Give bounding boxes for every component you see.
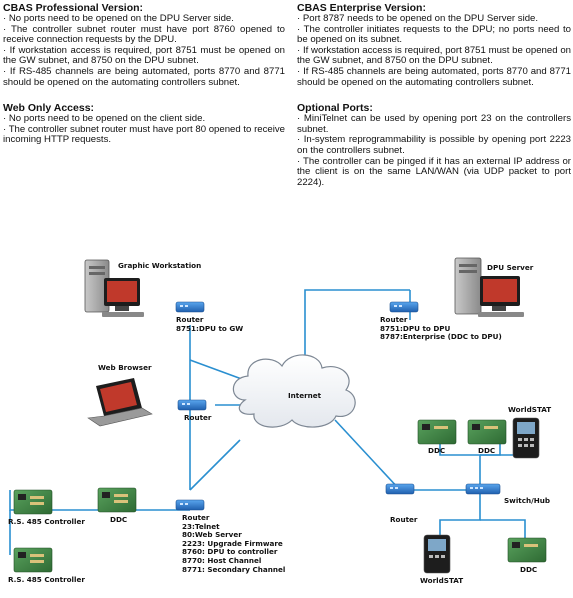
ddc-board-2 bbox=[467, 419, 507, 445]
ddc-1-label: DDC bbox=[428, 446, 446, 455]
internet-label: Internet bbox=[288, 391, 322, 400]
web-browser-label: Web Browser bbox=[98, 363, 152, 372]
router-ctrl-port: 8760: DPU to controller bbox=[182, 547, 278, 557]
enterprise-title: CBAS Enterprise Version: bbox=[297, 2, 426, 14]
line-switch-ddc3 bbox=[480, 519, 526, 540]
router-gw-device bbox=[175, 301, 205, 313]
web-only-title: Web Only Access: bbox=[3, 102, 95, 115]
router-ctrl-title: Router bbox=[182, 513, 210, 522]
professional-section: CBAS Professional Version: · No ports ne… bbox=[3, 2, 285, 88]
router-dpu-port-1: 8751:DPU to DPU bbox=[380, 323, 451, 333]
enterprise-line: · Port 8787 needs to be opened on the DP… bbox=[297, 13, 539, 24]
network-diagram-graphics bbox=[9, 257, 547, 574]
professional-line: · If RS-485 channels are being automated… bbox=[3, 65, 285, 88]
router-ctrl-port: 2223: Upgrade Firmware bbox=[182, 538, 283, 548]
ddc-board-1 bbox=[417, 419, 457, 445]
web-only-line: · No ports need to be opened on the clie… bbox=[3, 113, 206, 125]
rs485-2-label: R.S. 485 Controller bbox=[8, 575, 85, 584]
optional-line: · The controller can be pinged if it has… bbox=[297, 155, 571, 188]
optional-section: Optional Ports: · MiniTelnet can be used… bbox=[297, 102, 571, 188]
rs485-controller-board-2 bbox=[13, 547, 53, 573]
dpu-server-label: DPU Server bbox=[487, 263, 534, 272]
router-dpu-device bbox=[389, 301, 419, 313]
graphic-workstation bbox=[84, 259, 144, 317]
router-gw-title: Router bbox=[176, 315, 204, 324]
rs485-1-label: R.S. 485 Controller bbox=[8, 517, 85, 526]
worldstat-bottom-label: WorldSTAT bbox=[420, 576, 464, 585]
right-text-column: CBAS Enterprise Version: · Port 8787 nee… bbox=[297, 2, 571, 197]
network-diagram: Graphic Workstation Router 8751:DPU to G… bbox=[0, 250, 573, 598]
switch-hub-device bbox=[465, 483, 501, 495]
web-only-line: · The controller subnet router must have… bbox=[3, 123, 285, 146]
worldstat-device-top bbox=[512, 417, 540, 459]
left-text-column: CBAS Professional Version: · No ports ne… bbox=[3, 2, 285, 155]
line-switch-ddc1 bbox=[439, 440, 481, 490]
professional-line: · No ports need to be opened on the DPU … bbox=[3, 13, 234, 24]
line-switch-worldstat2 bbox=[439, 490, 481, 540]
router-dpu-label: Router 8751:DPU to DPU 8787:Enterprise (… bbox=[380, 315, 502, 342]
router-ctrl-port: 8770: Host Channel bbox=[182, 555, 262, 565]
router-ctrl-port: 80:Web Server bbox=[182, 530, 242, 540]
web-only-section: Web Only Access: · No ports need to be o… bbox=[3, 102, 285, 146]
optional-line: · In-system reprogrammability is possibl… bbox=[297, 134, 571, 156]
worldstat-top-label: WorldSTAT bbox=[508, 405, 552, 414]
internet-cloud bbox=[232, 354, 356, 428]
rs485-controller-board-1 bbox=[13, 489, 53, 515]
router-dpu-title: Router bbox=[380, 315, 408, 324]
enterprise-line: · If RS-485 channels are being automated… bbox=[297, 65, 571, 88]
router-controller-device bbox=[175, 499, 205, 511]
optional-title: Optional Ports: bbox=[297, 102, 373, 115]
ddc-3-label: DDC bbox=[520, 565, 538, 574]
web-browser-laptop bbox=[87, 378, 153, 427]
enterprise-line: · The controller initiates requests to t… bbox=[297, 23, 571, 46]
router-browser-label: Router bbox=[184, 413, 212, 422]
professional-line: · If workstation access is required, por… bbox=[3, 44, 285, 67]
line-ctrl-to-internet bbox=[189, 439, 241, 491]
router-browser-device bbox=[177, 399, 207, 411]
graphic-workstation-label: Graphic Workstation bbox=[118, 261, 202, 270]
router-dpu-port-2: 8787:Enterprise (DDC to DPU) bbox=[380, 332, 502, 342]
enterprise-line: · If workstation access is required, por… bbox=[297, 44, 571, 67]
professional-line: · The controller subnet router must have… bbox=[3, 23, 285, 46]
line-internet-to-right-router bbox=[334, 419, 401, 491]
enterprise-section: CBAS Enterprise Version: · Port 8787 nee… bbox=[297, 2, 571, 88]
router-gw-label: Router 8751:DPU to GW bbox=[176, 315, 244, 333]
ddc-left-label: DDC bbox=[110, 515, 128, 524]
router-right-device bbox=[385, 483, 415, 495]
ddc-2-label: DDC bbox=[478, 446, 496, 455]
router-ctrl-port: 23:Telnet bbox=[182, 521, 220, 531]
switch-hub-label: Switch/Hub bbox=[504, 496, 550, 505]
professional-title: CBAS Professional Version: bbox=[3, 2, 144, 14]
dpu-server bbox=[454, 257, 524, 317]
ddc-board-3 bbox=[507, 537, 547, 563]
ddc-left-board bbox=[97, 487, 137, 513]
router-controller-label: Router 23:Telnet 80:Web Server 2223: Upg… bbox=[182, 513, 286, 574]
optional-line: · MiniTelnet can be used by opening port… bbox=[297, 113, 571, 135]
router-right-label: Router bbox=[390, 515, 418, 524]
router-ctrl-port: 8771: Secondary Channel bbox=[182, 564, 286, 574]
worldstat-device-bottom bbox=[423, 534, 451, 574]
router-gw-port: 8751:DPU to GW bbox=[176, 323, 244, 333]
line-internet-to-dpu bbox=[304, 289, 410, 380]
